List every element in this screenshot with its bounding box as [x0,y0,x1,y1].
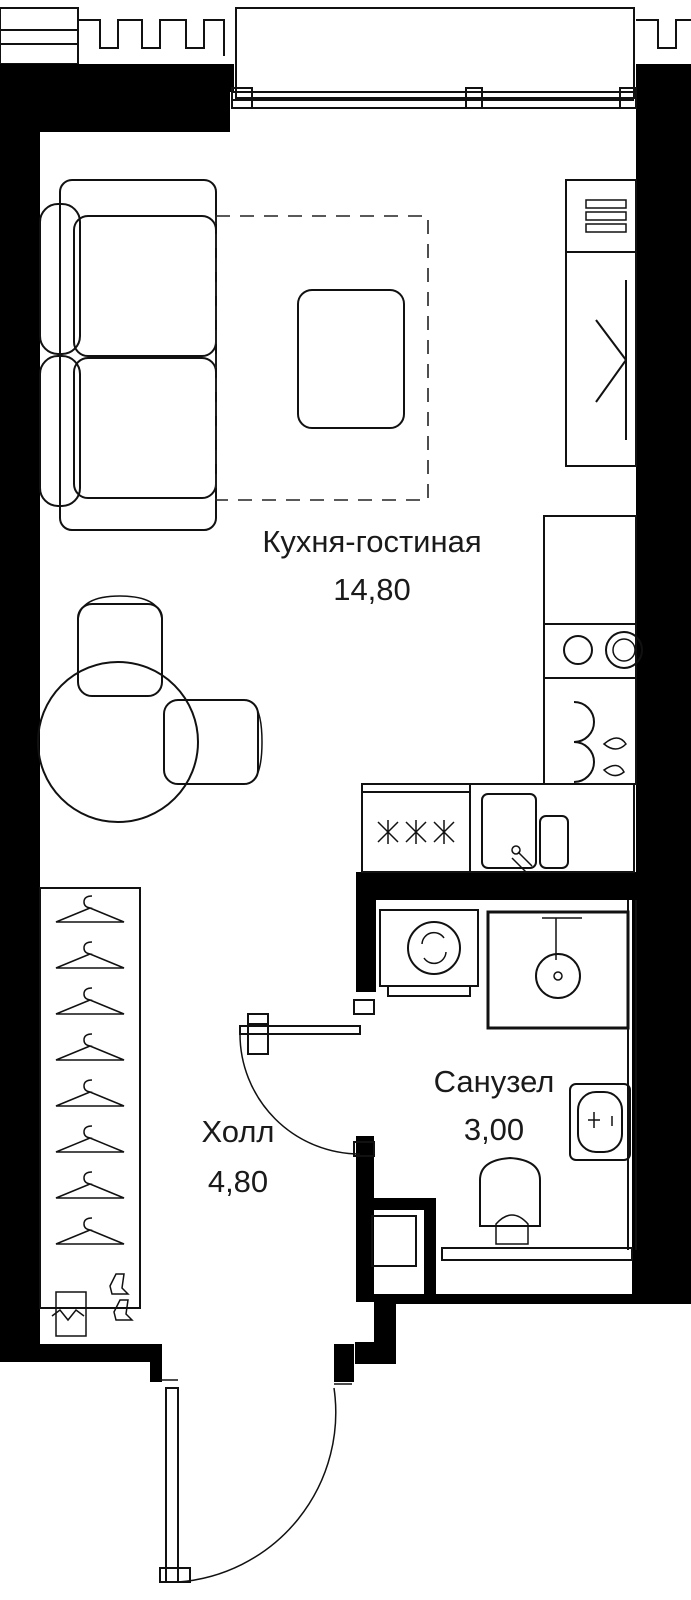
fridge [565,179,637,467]
window [231,87,637,109]
sofa [39,179,217,531]
rug [215,215,429,501]
bathroom-area: 3,00 [464,1112,524,1147]
coffee-table [297,289,405,429]
hall-area: 4,80 [208,1164,268,1199]
entrance-door [159,1379,352,1583]
kitchen-base [361,783,635,873]
kitchen-living-name: Кухня-гостиная [262,524,481,559]
hanger-icon [55,895,125,923]
bathroom-fixtures [379,900,637,1261]
hanger-icon [55,941,125,969]
bathroom-name: Санузел [434,1064,555,1099]
dining-set [37,595,263,823]
hanger-icons [55,895,125,1245]
hanger-icon [55,1171,125,1199]
hanger-icon [55,987,125,1015]
hanger-icon [55,1033,125,1061]
wardrobe [39,887,141,1337]
hanger-icon [55,1079,125,1107]
hall-name: Холл [201,1114,274,1149]
kitchen-counter [543,515,643,785]
room-labels: Кухня-гостиная 14,80 Санузел 3,00 Холл 4… [201,524,554,1199]
kitchen-living-area: 14,80 [333,572,411,607]
walls [0,64,691,1382]
hanger-icon [55,1125,125,1153]
bathroom-door [239,999,375,1157]
hanger-icon [55,1217,125,1245]
